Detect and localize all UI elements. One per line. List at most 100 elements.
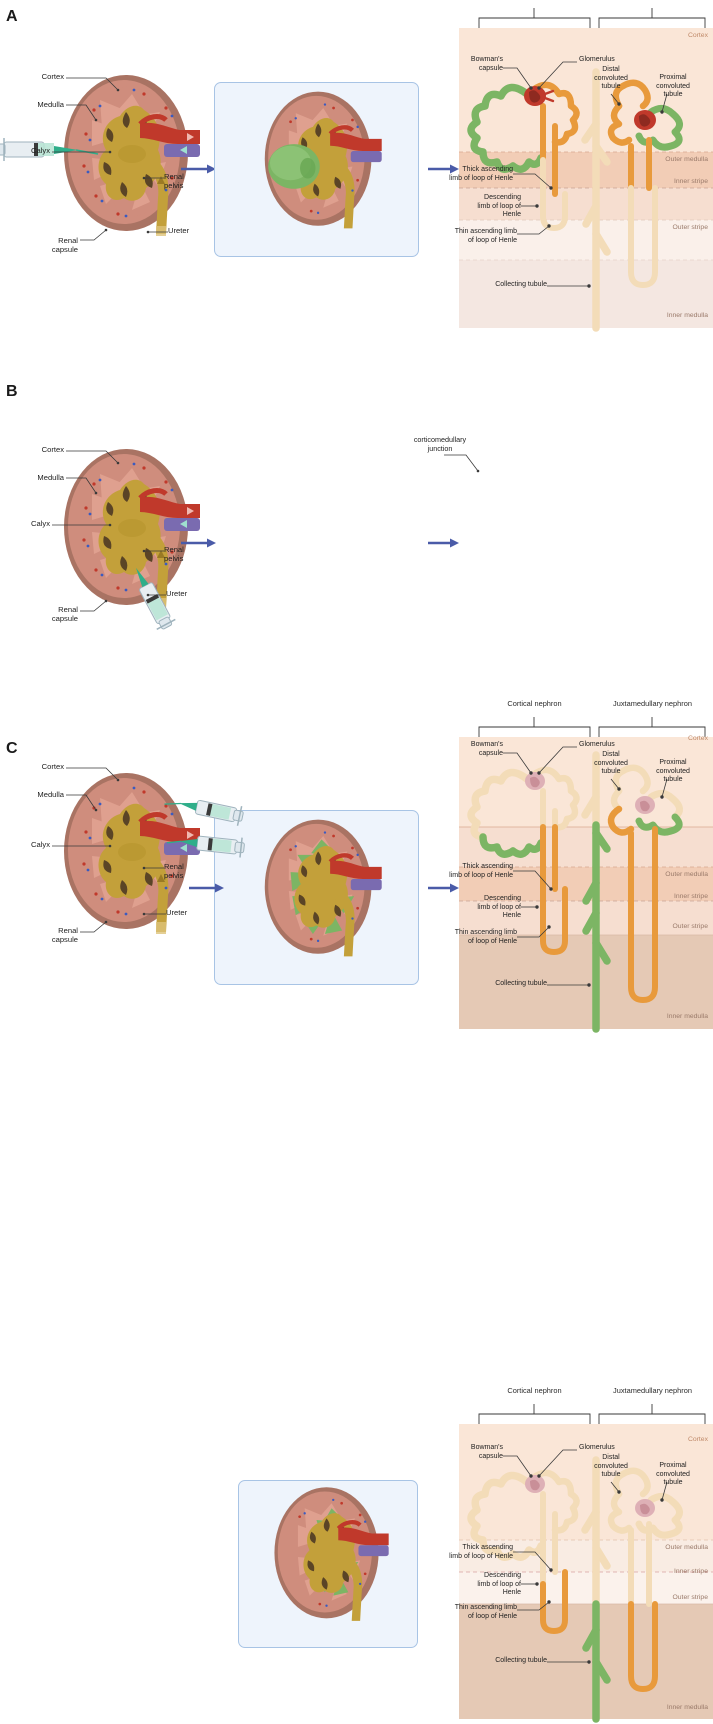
stain-region-a: [268, 144, 320, 189]
kidney-cross-section-c: [48, 756, 245, 946]
zone-label-inner-medulla-a: Inner medulla: [666, 312, 708, 319]
zone-label-inner-stripe-c: Inner stripe: [673, 1568, 708, 1575]
leader-medulla-c: [66, 794, 98, 812]
distribution-inset-c: [238, 1480, 418, 1648]
callout-collecting-tubule-c: Collecting tubule: [495, 1657, 547, 1664]
leader-calyx-b: [52, 523, 112, 527]
zone-label-outer-stripe-a: Outer stripe: [672, 224, 708, 231]
bracket-label-juxtamedullary-nephron-c: Juxtamedullary nephron: [613, 1386, 692, 1395]
callout-distal-convoluted-tubule-b: Distal convoluted tubule: [594, 751, 628, 776]
panel-letter-b: B: [6, 383, 18, 400]
bracket-row-c: Cortical nephron Juxtamedullary nephron: [459, 1386, 713, 1424]
renal-artery: [328, 125, 382, 151]
flow-arrow-b2: [428, 537, 460, 549]
panel-b: B: [0, 347, 713, 1033]
kidney-label-cortex-c: Cortex: [41, 762, 64, 771]
flow-arrow-b1: [181, 537, 217, 549]
kidney-label-cortex-b: Cortex: [41, 445, 64, 454]
ureter: [146, 856, 169, 934]
kidney-label-renal-capsule-b: Renal capsule: [51, 605, 78, 624]
kidney-label-ureter-a: Ureter: [168, 226, 190, 235]
leader-renal-capsule-c: [80, 920, 108, 933]
bracket-row-a: Cortical nephron Juxtamedullary nephron: [459, 2, 713, 28]
cortical-nephron-b: [467, 766, 580, 955]
callout-bowmans-capsule-b: Bowman's capsule: [470, 741, 503, 757]
callout-distal-convoluted-tubule-a: Distal convoluted tubule: [594, 66, 628, 91]
renal-artery: [138, 488, 200, 518]
leader-cortex-b: [66, 450, 120, 465]
renal-vein: [164, 144, 200, 157]
callout-bowmans-capsule-a: Bowman's capsule: [470, 56, 503, 72]
leader-renal-pelvis-b: [142, 549, 164, 553]
kidney-cross-section-b: [48, 432, 218, 630]
kidney-label-renal-pelvis-b: Renal pelvis: [164, 545, 184, 564]
callout-glomerulus-b: Glomerulus: [579, 741, 615, 748]
zone-label-cortex-c: Cortex: [687, 1436, 708, 1443]
callout-proximal-convoluted-tubule-b: Proximal convoluted tubule: [656, 759, 690, 784]
flow-arrow-a2: [428, 163, 460, 175]
leader-renal-pelvis-a: [142, 176, 164, 180]
corticomedullary-junction-label: corticomedullary junction: [413, 435, 467, 453]
leader-calyx-a: [52, 150, 112, 154]
syringe-venous: [167, 835, 245, 858]
leader-calyx-c: [52, 844, 112, 848]
kidney-label-cortex-a: Cortex: [41, 72, 64, 81]
leader-renal-pelvis-c: [142, 866, 164, 870]
zone-label-outer-stripe-c: Outer stripe: [672, 1594, 708, 1601]
flow-arrow-c1: [189, 882, 225, 894]
callout-collecting-tubule-a: Collecting tubule: [495, 281, 547, 288]
callout-descending-limb-a: Descending limb of loop of Henle: [477, 194, 521, 219]
callout-thin-ascending-limb-b: Thin ascending limb of loop of Henle: [454, 929, 517, 945]
zone-label-cortex-a: Cortex: [687, 32, 708, 39]
nephron-diagram-b: Cortical nephron Juxtamedullary nephron: [449, 699, 713, 1033]
callout-thick-ascending-limb-b: Thick ascending limb of loop of Henle: [449, 863, 513, 879]
collecting-duct-a: [581, 68, 611, 332]
zone-label-outer-medulla-c: Outer medulla: [665, 1544, 708, 1551]
panel-letter-c: C: [6, 740, 18, 757]
callout-thick-ascending-limb-c: Thick ascending limb of loop of Henle: [449, 1544, 513, 1560]
kidney-label-medulla-b: Medulla: [37, 473, 64, 482]
callout-proximal-convoluted-tubule-a: Proximal convoluted tubule: [656, 74, 690, 99]
juxtamedullary-nephron-a: [607, 79, 683, 288]
bracket-row-b: Cortical nephron Juxtamedullary nephron: [459, 699, 713, 737]
leader-cortex-a: [66, 77, 120, 92]
zone-label-inner-stripe-b: Inner stripe: [673, 893, 708, 900]
leader-medulla-b: [66, 477, 98, 495]
callout-descending-limb-b: Descending limb of loop of Henle: [477, 895, 521, 920]
renal-artery: [138, 812, 200, 842]
callout-thick-ascending-limb-a: Thick ascending limb of loop of Henle: [449, 166, 513, 182]
renal-artery: [138, 114, 200, 144]
kidney-label-calyx-a: Calyx: [31, 146, 50, 155]
bracket-label-cortical-nephron-c: Cortical nephron: [507, 1386, 562, 1395]
leader-ureter-b: [146, 593, 166, 597]
vessel-dots: [82, 88, 174, 218]
panel-letter-a: A: [6, 8, 18, 25]
callout-glomerulus-c: Glomerulus: [579, 1444, 615, 1451]
leader-ureter-c: [142, 912, 166, 916]
callout-leaders-a: [503, 61, 668, 288]
kidney-label-ureter-b: Ureter: [166, 589, 188, 598]
callout-collecting-tubule-b: Collecting tubule: [495, 980, 547, 987]
leader-medulla-a: [66, 104, 98, 122]
renal-vein: [164, 518, 200, 531]
callout-glomerulus-a: Glomerulus: [579, 56, 615, 63]
kidney-label-ureter-c: Ureter: [166, 908, 188, 917]
flow-arrow-a1: [181, 163, 217, 175]
callout-thin-ascending-limb-c: Thin ascending limb of loop of Henle: [454, 1604, 517, 1620]
nephron-diagram-c: Cortical nephron Juxtamedullary nephron: [449, 1386, 713, 1723]
callout-leaders-b: [503, 746, 668, 987]
leader-cortex-c: [66, 767, 120, 782]
nephron-diagram-a: Cortical nephron Juxtamedullary nephron: [449, 8, 713, 332]
kidney-label-renal-pelvis-a: Renal pelvis: [164, 172, 184, 191]
kidney-label-calyx-c: Calyx: [31, 840, 50, 849]
leader-renal-capsule-a: [80, 228, 108, 241]
kidney-label-medulla-a: Medulla: [37, 100, 64, 109]
kidney-label-renal-capsule-a: Renal capsule: [51, 236, 78, 255]
kidney-label-medulla-c: Medulla: [37, 790, 64, 799]
zone-label-outer-medulla-b: Outer medulla: [665, 871, 708, 878]
syringe-ureteral: [135, 567, 176, 630]
callout-proximal-convoluted-tubule-c: Proximal convoluted tubule: [656, 1462, 690, 1487]
zone-label-inner-medulla-b: Inner medulla: [666, 1013, 708, 1020]
zone-label-inner-medulla-c: Inner medulla: [666, 1704, 708, 1711]
bracket-label-juxtamedullary-nephron-b: Juxtamedullary nephron: [613, 699, 692, 708]
